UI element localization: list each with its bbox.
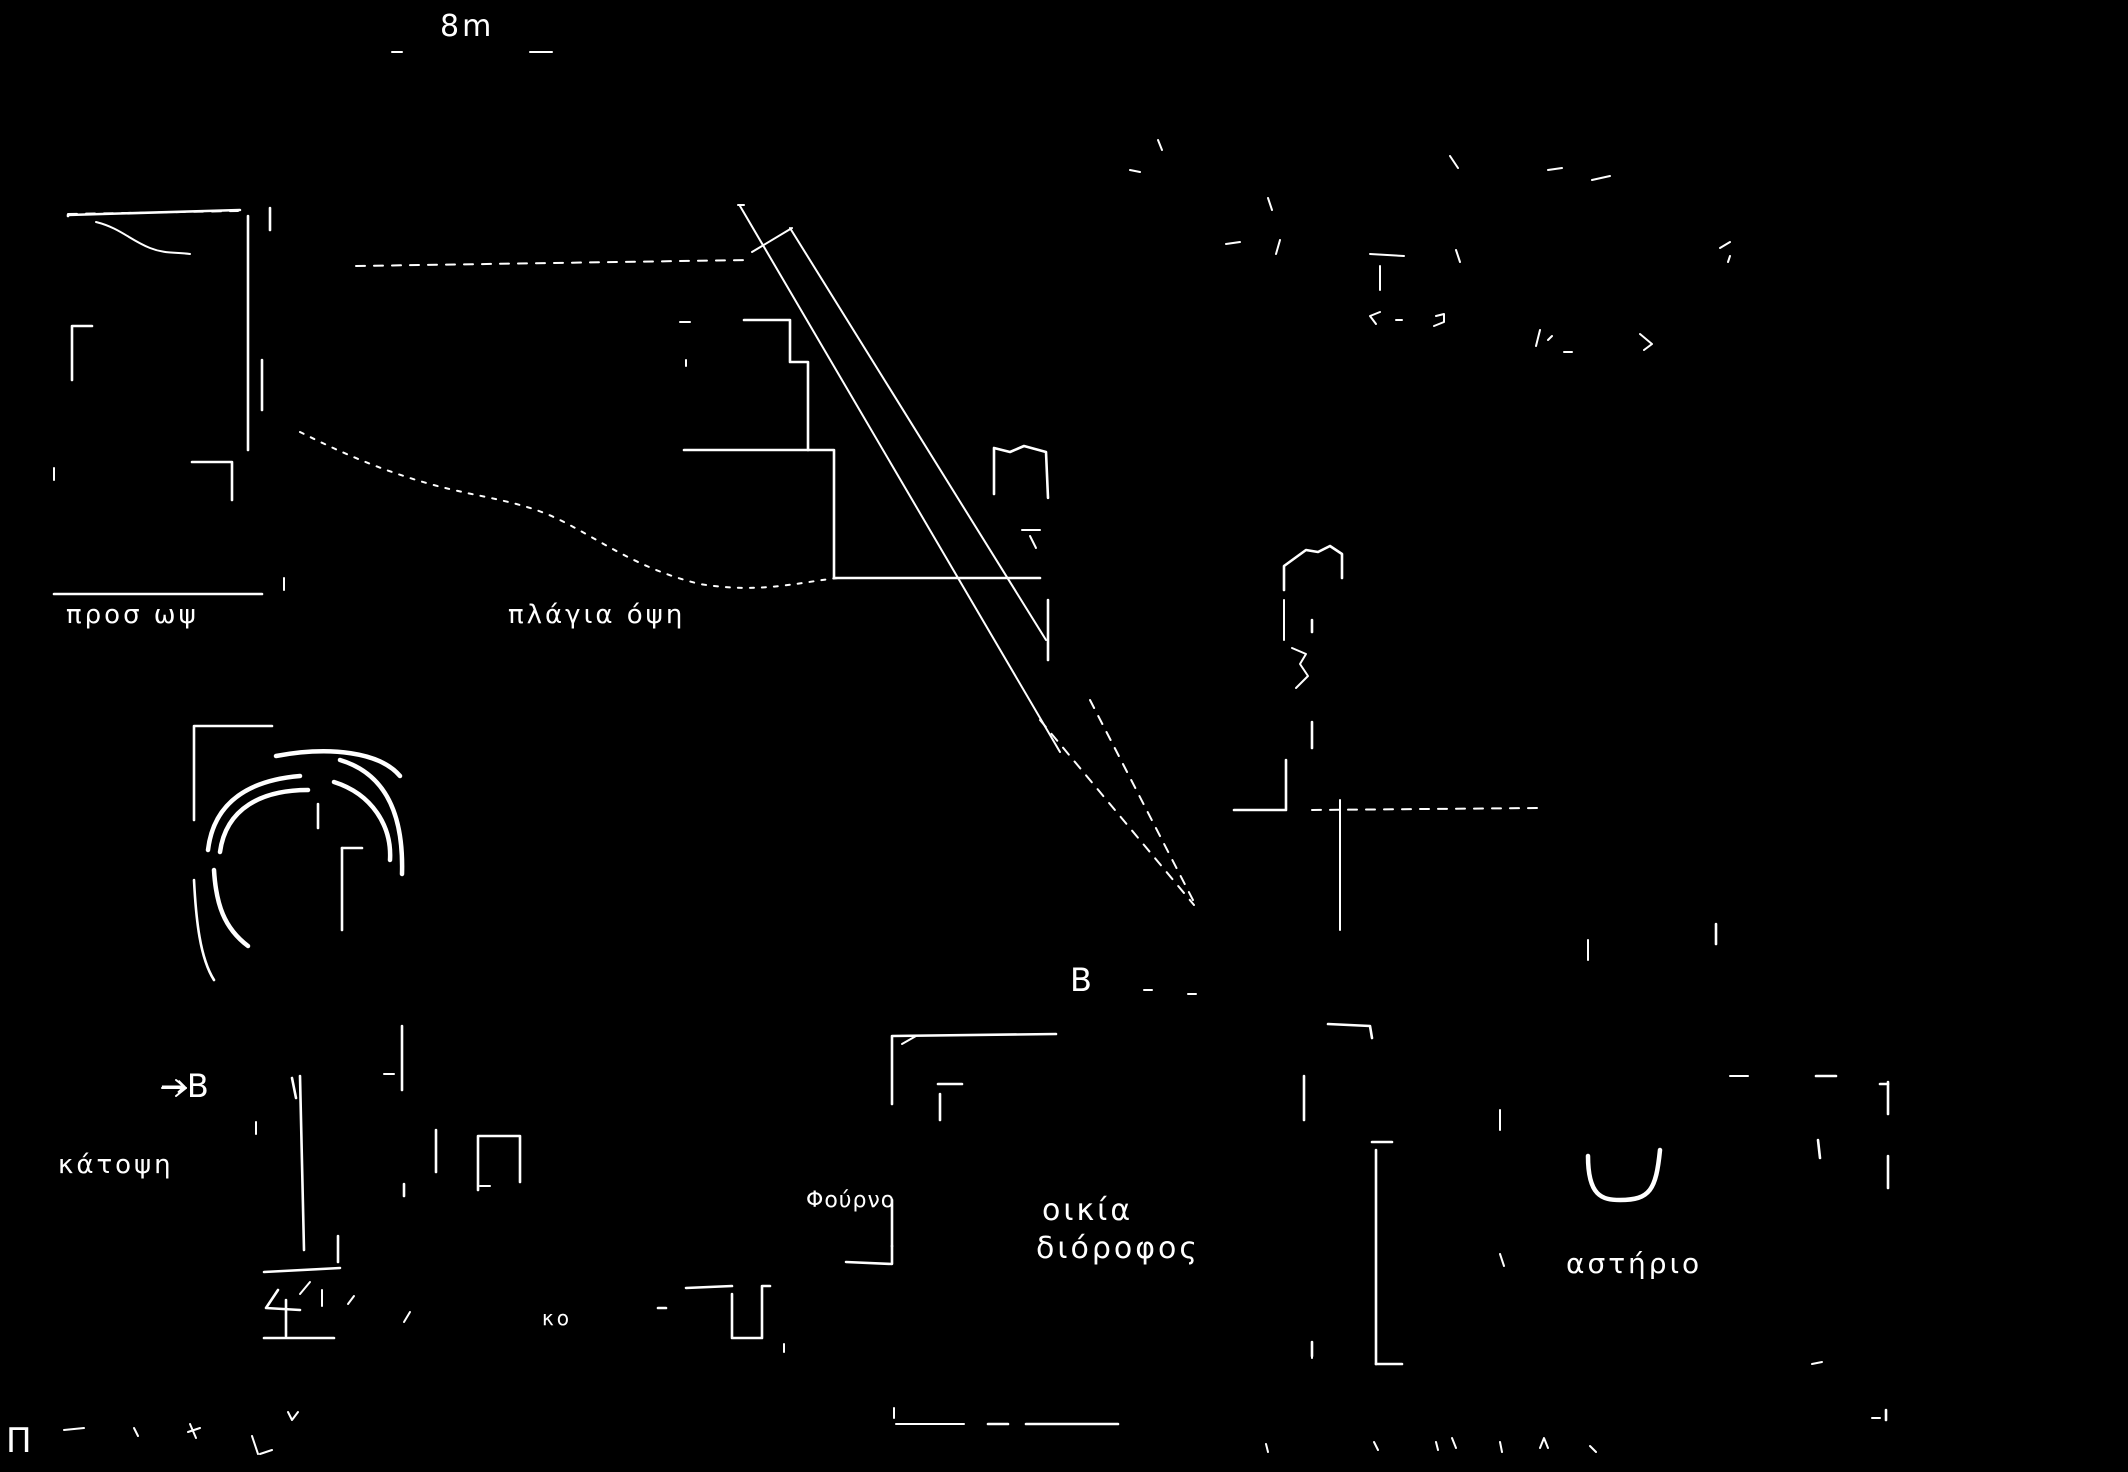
scale-label: 8m — [440, 9, 495, 44]
diagonal-beam — [739, 205, 1195, 906]
side-view-label: πλάγια όψη — [508, 600, 686, 630]
facade-drawing — [52, 206, 285, 596]
profile-detail-small — [992, 444, 1050, 549]
section-arrow-plan — [161, 1079, 187, 1097]
section-marker-plan: →B — [160, 1067, 209, 1105]
two-storey-label: διόροφος — [1036, 1231, 1201, 1266]
oven-label: Φούρνο — [806, 1188, 896, 1213]
plan-walls — [255, 1074, 411, 1340]
house-outline — [844, 989, 1197, 1426]
side-view-drawing — [299, 204, 1042, 589]
section-marker-diagonal: B — [1070, 961, 1092, 999]
fragment-label: κο — [542, 1306, 573, 1330]
house-label: οικία — [1042, 1193, 1134, 1228]
facade-label: προσ ωψ — [66, 600, 199, 630]
bottom-marks — [1265, 1437, 1597, 1453]
faint-text-marks — [1129, 139, 1731, 353]
plan-small-rooms — [402, 1128, 785, 1353]
plan-label: κάτοψη — [58, 1150, 174, 1180]
corner-note: Π — [6, 1421, 32, 1461]
workshop-outline — [1302, 1022, 1890, 1422]
corner-marks — [63, 1411, 299, 1455]
plan-arch-structure — [192, 724, 405, 1092]
workshop-label: αστήριο — [1566, 1247, 1703, 1280]
right-elevation-drawing — [1232, 544, 1718, 961]
